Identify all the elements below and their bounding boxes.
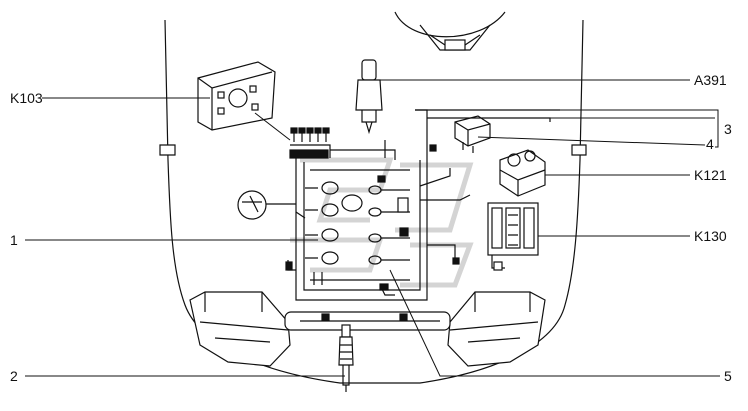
callout-k121: K121: [694, 167, 727, 183]
leader-lines: [25, 79, 720, 377]
left-headlamp: [189, 291, 291, 367]
leader-4: [477, 136, 706, 146]
k121-ignition-coil: [499, 149, 546, 197]
callout-4: 4: [706, 136, 714, 152]
vehicle-body-outline: [159, 19, 587, 384]
leader-5: [389, 269, 720, 377]
spark-plug: [338, 324, 354, 392]
a391-injector: [355, 59, 383, 135]
callout-2: 2: [10, 368, 18, 384]
callout-k103: K103: [10, 90, 43, 106]
leader-k103-to-harness: [254, 112, 291, 141]
callout-k130: K130: [694, 228, 727, 244]
callout-3: 3: [724, 121, 732, 137]
bracket-3: [715, 109, 719, 148]
relay-component: [454, 115, 491, 153]
round-sensor: [237, 190, 267, 220]
callout-5: 5: [724, 368, 732, 384]
callout-a391: A391: [694, 72, 727, 88]
k130-relay-box: [487, 202, 539, 271]
callout-1: 1: [10, 232, 18, 248]
injector-connectors: [305, 175, 410, 265]
steering-wheel: [394, 11, 506, 51]
engine-harness: [265, 109, 560, 301]
front-bar: [284, 311, 451, 331]
right-headlamp: [447, 291, 546, 367]
